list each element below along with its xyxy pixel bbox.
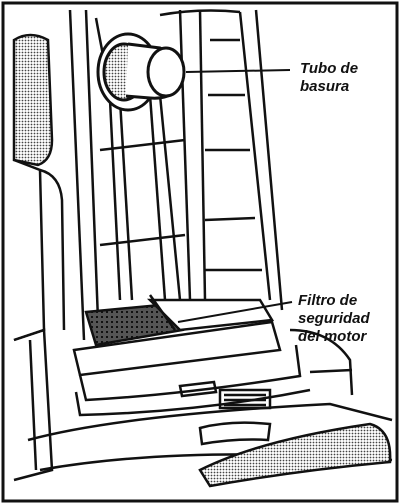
dirt-bin-housing [68, 9, 284, 341]
tube-leader-line [185, 69, 291, 73]
filter-label-line1: Filtro de [298, 292, 358, 309]
left-housing [12, 33, 66, 482]
tube-callout-label: Tubo de basura [300, 60, 358, 96]
filter-label-line2: seguridad [298, 310, 370, 327]
tube-label-line2: basura [300, 78, 350, 95]
filter-callout-label: Filtro de seguridad del motor [298, 292, 370, 346]
dirt-tube-port [96, 32, 186, 112]
filter-leader-line [177, 301, 293, 323]
tube-label-line1: Tubo de [300, 60, 359, 77]
front-grille [198, 422, 392, 488]
filter-label-line3: del motor [298, 328, 367, 345]
